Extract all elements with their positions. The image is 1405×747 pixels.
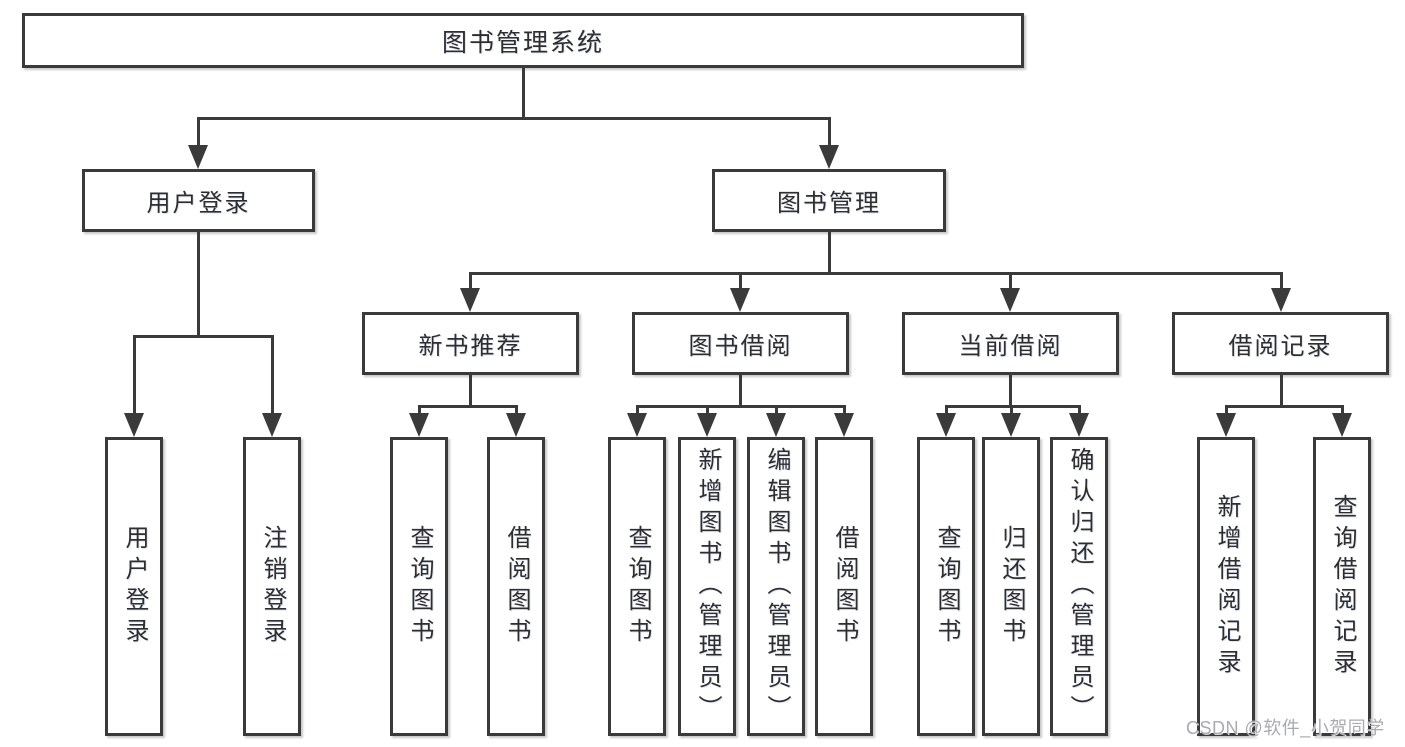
leaf-bb-edit-books-admin-label: 编辑图书（管理员） bbox=[763, 447, 790, 726]
arrowhead-bb-add bbox=[697, 413, 717, 437]
leaf-bb-borrow-books: 借阅图书 bbox=[815, 437, 873, 736]
node-library-management-system-label: 图书管理系统 bbox=[441, 28, 604, 57]
arrowhead-cb-query bbox=[936, 413, 956, 437]
leaf-bb-borrow-books-label: 借阅图书 bbox=[831, 524, 858, 649]
arrowhead-cb-return bbox=[1001, 413, 1021, 437]
node-new-book-recommendation: 新书推荐 bbox=[362, 312, 579, 375]
connector-book-borrow-branch bbox=[635, 405, 846, 408]
connector-root-branch bbox=[196, 116, 831, 120]
connector-new-books-stem bbox=[468, 375, 472, 408]
connector-current-borrow-drop bbox=[1008, 272, 1012, 290]
arrowhead-current-borrow bbox=[1000, 288, 1020, 312]
arrowhead-new-books bbox=[460, 288, 480, 312]
connector-leaf-login-drop bbox=[132, 334, 136, 415]
connector-borrow-records-branch bbox=[1224, 405, 1344, 408]
leaf-bb-edit-books-admin: 编辑图书（管理员） bbox=[747, 437, 805, 736]
connector-user-login-stem bbox=[196, 232, 200, 336]
connector-current-borrow-stem bbox=[1008, 375, 1012, 408]
leaf-cb-confirm-return-admin: 确认归还（管理员） bbox=[1050, 437, 1108, 736]
connector-book-borrow-drop bbox=[738, 272, 742, 290]
leaf-cb-confirm-return-admin-label: 确认归还（管理员） bbox=[1066, 447, 1093, 726]
connector-cb-query-drop bbox=[944, 405, 948, 415]
node-book-borrowing-label: 图书借阅 bbox=[688, 333, 793, 360]
connector-br-query-drop bbox=[1340, 405, 1344, 415]
connector-current-borrow-branch bbox=[944, 405, 1081, 408]
connector-book-management-drop bbox=[827, 116, 831, 147]
arrowhead-borrow-records bbox=[1271, 288, 1291, 312]
arrowhead-book-borrow bbox=[730, 288, 750, 312]
arrowhead-leaf-logout bbox=[262, 413, 282, 437]
connector-cb-confirm-drop bbox=[1077, 405, 1081, 415]
connector-bb-add-drop bbox=[705, 405, 709, 415]
connector-book-management-branch bbox=[468, 272, 1283, 275]
node-library-management-system: 图书管理系统 bbox=[22, 13, 1024, 68]
node-user-login-label: 用户登录 bbox=[146, 190, 251, 217]
connector-root-stem bbox=[521, 68, 525, 119]
connector-book-management-stem bbox=[827, 232, 831, 275]
leaf-nb-query-books: 查询图书 bbox=[390, 437, 448, 736]
arrowhead-leaf-login bbox=[124, 413, 144, 437]
leaf-cb-return-books: 归还图书 bbox=[982, 437, 1040, 736]
leaf-user-login-label: 用户登录 bbox=[121, 524, 148, 649]
node-borrowing-records-label: 借阅记录 bbox=[1228, 333, 1333, 360]
connector-borrow-records-stem bbox=[1279, 375, 1283, 408]
arrowhead-book-management bbox=[819, 145, 839, 169]
node-book-management-label: 图书管理 bbox=[777, 190, 881, 217]
node-book-borrowing: 图书借阅 bbox=[632, 312, 849, 375]
leaf-nb-query-books-label: 查询图书 bbox=[406, 524, 433, 649]
leaf-bb-query-books-label: 查询图书 bbox=[624, 524, 651, 649]
node-book-management: 图书管理 bbox=[712, 169, 946, 232]
arrowhead-bb-query bbox=[627, 413, 647, 437]
arrowhead-nb-borrow bbox=[506, 413, 526, 437]
arrowhead-br-query bbox=[1332, 413, 1352, 437]
arrowhead-cb-confirm bbox=[1069, 413, 1089, 437]
connector-cb-return-drop bbox=[1009, 405, 1013, 415]
leaf-bb-add-books-admin-label: 新增图书（管理员） bbox=[694, 447, 721, 726]
connector-user-login-drop bbox=[196, 116, 200, 147]
leaf-br-add-record: 新增借阅记录 bbox=[1197, 437, 1255, 736]
connector-nb-borrow-drop bbox=[514, 405, 518, 415]
leaf-nb-borrow-books: 借阅图书 bbox=[487, 437, 545, 736]
connector-borrow-records-drop bbox=[1279, 272, 1283, 290]
leaf-logout: 注销登录 bbox=[243, 437, 301, 736]
leaf-nb-borrow-books-label: 借阅图书 bbox=[503, 524, 530, 649]
leaf-br-add-record-label: 新增借阅记录 bbox=[1213, 493, 1240, 680]
connector-new-books-branch bbox=[417, 405, 518, 408]
leaf-br-query-record: 查询借阅记录 bbox=[1313, 437, 1371, 736]
node-new-book-recommendation-label: 新书推荐 bbox=[418, 333, 523, 360]
leaf-cb-return-books-label: 归还图书 bbox=[998, 524, 1025, 649]
arrowhead-br-add bbox=[1216, 413, 1236, 437]
connector-leaf-logout-drop bbox=[270, 334, 274, 415]
node-current-borrowing: 当前借阅 bbox=[902, 312, 1119, 375]
connector-bb-edit-drop bbox=[774, 405, 778, 415]
connector-book-borrow-stem bbox=[738, 375, 742, 408]
connector-user-login-branch bbox=[132, 334, 274, 338]
arrowhead-nb-query bbox=[409, 413, 429, 437]
leaf-user-login: 用户登录 bbox=[105, 437, 163, 736]
connector-bb-borrow-drop bbox=[842, 405, 846, 415]
connector-new-books-drop bbox=[468, 272, 472, 290]
connector-br-add-drop bbox=[1224, 405, 1228, 415]
arrowhead-bb-borrow bbox=[834, 413, 854, 437]
leaf-bb-add-books-admin: 新增图书（管理员） bbox=[678, 437, 736, 736]
csdn-watermark: CSDN @软件_小贺同学 bbox=[1186, 718, 1385, 738]
connector-bb-query-drop bbox=[635, 405, 639, 415]
node-borrowing-records: 借阅记录 bbox=[1172, 312, 1389, 375]
arrowhead-bb-edit bbox=[766, 413, 786, 437]
leaf-cb-query-books-label: 查询图书 bbox=[933, 524, 960, 649]
node-user-login: 用户登录 bbox=[82, 169, 315, 232]
arrowhead-user-login bbox=[188, 145, 208, 169]
leaf-bb-query-books: 查询图书 bbox=[608, 437, 666, 736]
node-current-borrowing-label: 当前借阅 bbox=[958, 333, 1063, 360]
leaf-cb-query-books: 查询图书 bbox=[917, 437, 975, 736]
leaf-br-query-record-label: 查询借阅记录 bbox=[1329, 493, 1356, 680]
leaf-logout-label: 注销登录 bbox=[259, 524, 286, 649]
connector-nb-query-drop bbox=[417, 405, 421, 415]
